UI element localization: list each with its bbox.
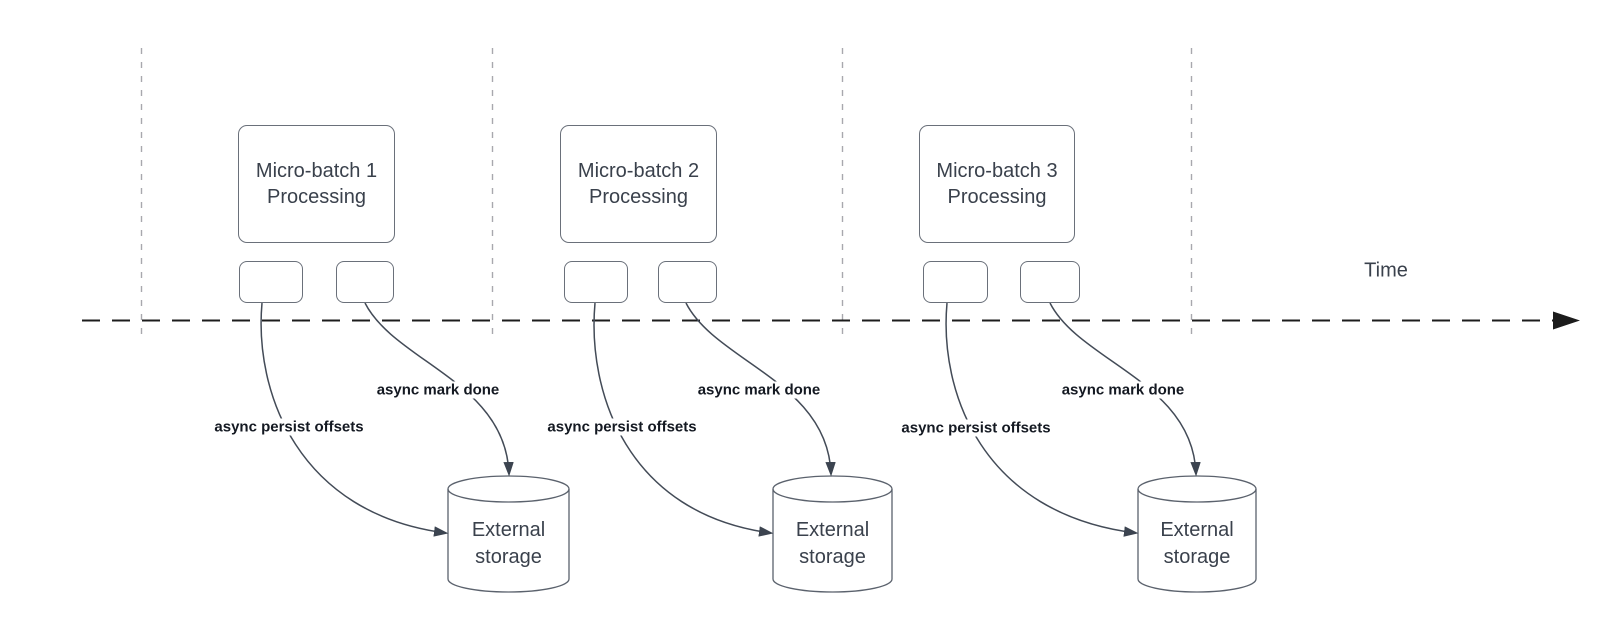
micro-batch-1-label-line2: Processing xyxy=(267,186,366,208)
micro-batch-2-label-line1: Micro-batch 2 xyxy=(577,160,700,182)
storage-label-3: External storage xyxy=(1138,509,1256,579)
time-axis-arrowhead-icon xyxy=(1553,311,1580,330)
persist-offsets-label-1: async persist offsets xyxy=(211,418,367,436)
mark-done-label-3: async mark done xyxy=(1058,381,1188,399)
mark-done-arrow-3 xyxy=(1049,302,1196,474)
storage-label-2-line2: storage xyxy=(799,546,866,568)
offsets-task-box-2 xyxy=(564,261,628,303)
persist-offsets-arrow-2 xyxy=(593,302,771,533)
storage-label-2: External storage xyxy=(773,509,892,579)
persist-offsets-arrow-1 xyxy=(260,302,446,533)
storage-label-1-line2: storage xyxy=(475,546,542,568)
micro-batch-1-box: Micro-batch 1 Processing xyxy=(238,125,395,243)
micro-batch-3-label-line2: Processing xyxy=(947,186,1047,208)
storage-label-1: External storage xyxy=(448,509,569,579)
storage-cylinder-3 xyxy=(1137,475,1257,593)
persist-offsets-label-2: async persist offsets xyxy=(544,418,700,436)
mark-done-arrow-2 xyxy=(685,302,831,474)
micro-batch-3-label-line1: Micro-batch 3 xyxy=(936,160,1058,182)
storage-cylinder-2 xyxy=(772,475,893,593)
mark-done-label-1: async mark done xyxy=(373,381,503,399)
storage-label-2-line1: External xyxy=(795,519,870,541)
micro-batch-1-label-line1: Micro-batch 1 xyxy=(255,160,378,182)
mark-done-arrow-1 xyxy=(364,302,509,474)
persist-offsets-arrow-3 xyxy=(945,302,1136,533)
micro-batch-2-label-line2: Processing xyxy=(589,186,688,208)
storage-label-1-line1: External xyxy=(471,519,546,541)
storage-cylinder-1 xyxy=(447,475,570,593)
storage-label-3-line2: storage xyxy=(1163,546,1231,568)
micro-batch-3-box: Micro-batch 3 Processing xyxy=(919,125,1075,243)
offsets-task-box-1 xyxy=(239,261,303,303)
mark-done-task-box-3 xyxy=(1020,261,1080,303)
storage-label-3-line1: External xyxy=(1160,519,1234,541)
time-axis-label: Time xyxy=(1364,259,1408,282)
persist-offsets-label-3: async persist offsets xyxy=(898,419,1054,437)
mark-done-label-2: async mark done xyxy=(694,381,824,399)
offsets-task-box-3 xyxy=(923,261,988,303)
mark-done-task-box-2 xyxy=(658,261,717,303)
micro-batch-2-box: Micro-batch 2 Processing xyxy=(560,125,717,243)
mark-done-task-box-1 xyxy=(336,261,394,303)
